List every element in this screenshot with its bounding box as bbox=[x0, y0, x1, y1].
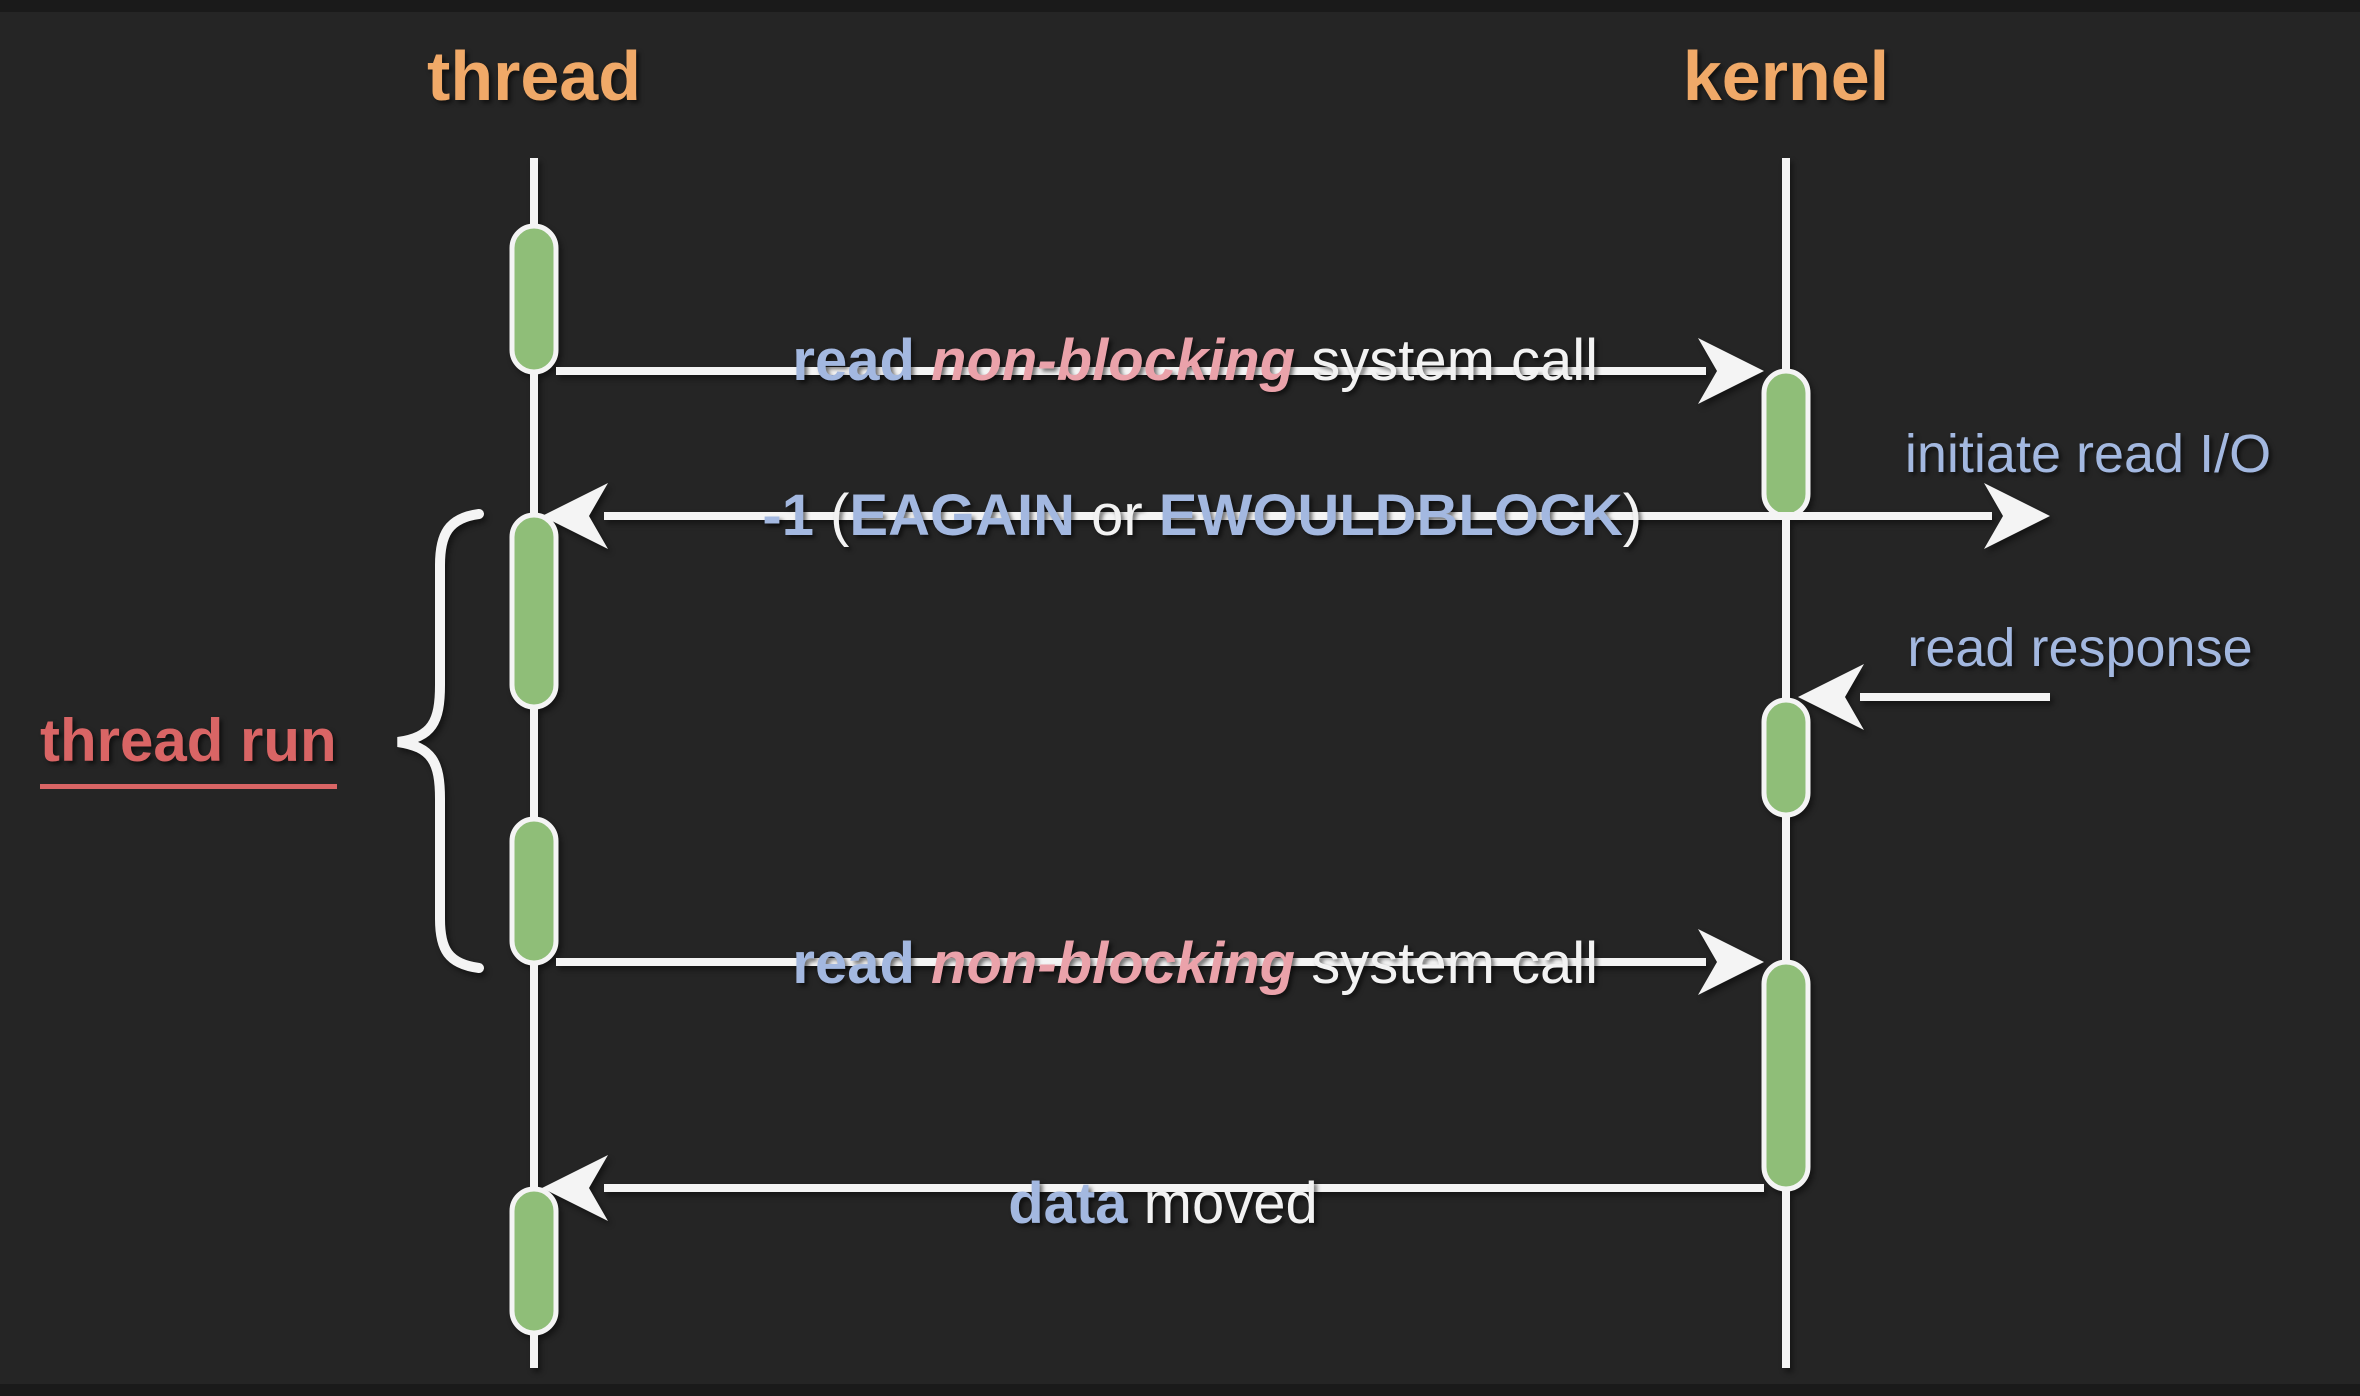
message-label-read-call-2: read non-blocking system call bbox=[728, 877, 1598, 1051]
letterbox-bottom bbox=[0, 1384, 2360, 1396]
read-response-label: read response bbox=[1907, 618, 2253, 678]
thread-activation-3 bbox=[509, 816, 559, 966]
kernel-activation-3 bbox=[1761, 959, 1811, 1192]
initiate-read-io-arrow-head bbox=[1984, 483, 2050, 549]
read-call-1-arrow-head bbox=[1698, 338, 1764, 404]
message-label-data-return: data moved from kernel space to user spa… bbox=[750, 1024, 1575, 1396]
thread-activation-2 bbox=[509, 512, 559, 710]
initiate-read-io-arrow bbox=[1786, 483, 2050, 549]
data-return-line-2: from kernel space to user space bbox=[750, 1384, 1575, 1396]
moved-text: moved bbox=[1143, 1171, 1318, 1236]
ewouldblock-keyword: EWOULDBLOCK bbox=[1158, 483, 1623, 548]
message-label-eagain-return: -1 (EAGAIN or EWOULDBLOCK) bbox=[698, 429, 1642, 603]
eagain-return-arrow bbox=[542, 483, 1786, 549]
data-keyword: data bbox=[1008, 1171, 1144, 1236]
actor-label-kernel: kernel bbox=[1682, 37, 1890, 115]
open-paren: ( bbox=[830, 483, 850, 548]
letterbox-top bbox=[0, 0, 2360, 12]
read-call-1-arrow bbox=[556, 338, 1764, 404]
read-call-2-arrow bbox=[556, 929, 1764, 995]
read-call-2-arrow-head bbox=[1698, 929, 1764, 995]
eagain-return-arrow-head bbox=[542, 483, 608, 549]
system-call-text: system call bbox=[1295, 328, 1599, 393]
or-text: or bbox=[1074, 483, 1159, 548]
nonblocking-keyword: non-blocking bbox=[931, 328, 1296, 393]
system-call-text: system call bbox=[1295, 931, 1599, 996]
kernel-activation-2 bbox=[1761, 697, 1811, 818]
actor-label-thread: thread bbox=[427, 37, 641, 115]
kernel-activation-1 bbox=[1761, 368, 1811, 519]
read-keyword: read bbox=[792, 931, 932, 996]
read-keyword: read bbox=[792, 328, 932, 393]
nonblocking-keyword: non-blocking bbox=[931, 931, 1296, 996]
close-paren: ) bbox=[1622, 483, 1643, 548]
data-return-arrow-head bbox=[542, 1155, 608, 1221]
thread-activation-4 bbox=[509, 1186, 559, 1336]
read-response-arrow bbox=[1798, 664, 2050, 730]
thread-run-brace bbox=[397, 509, 484, 973]
initiate-read-io-label: initiate read I/O bbox=[1904, 424, 2272, 484]
eagain-keyword: EAGAIN bbox=[849, 483, 1075, 548]
data-return-line-1: data moved bbox=[750, 1168, 1575, 1240]
thread-activation-1 bbox=[509, 223, 559, 375]
message-label-read-call-1: read non-blocking system call bbox=[728, 274, 1598, 448]
read-response-arrow-head bbox=[1798, 664, 1864, 730]
data-return-arrow bbox=[542, 1155, 1764, 1221]
minus-one-keyword: -1 bbox=[762, 483, 831, 548]
thread-run-label: thread run bbox=[40, 706, 337, 789]
